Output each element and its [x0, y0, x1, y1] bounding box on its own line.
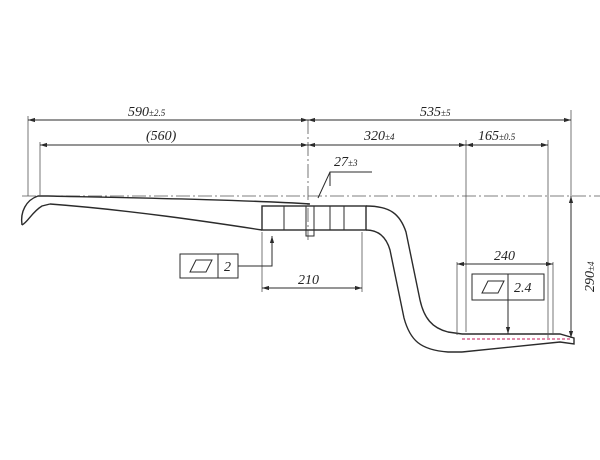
svg-text:2: 2 [224, 260, 231, 275]
dim-320: 320±4 [363, 129, 395, 144]
flatness-frame-left: 2 [179, 236, 275, 279]
dim-240: 240 [494, 249, 515, 264]
dim-210: 210 [298, 273, 319, 288]
flatness-frame-right: 2.4 [471, 273, 545, 334]
leaf-spring-body [20, 195, 575, 353]
parallelogram-icon [481, 280, 505, 294]
parallelogram-icon [189, 259, 213, 273]
dim-165: 165±0.5 [478, 129, 516, 144]
dim-560: (560) [146, 129, 177, 144]
dim-290: 290±4 [583, 261, 598, 292]
dim-535: 535±5 [420, 105, 451, 120]
dim-27: 27±3 [334, 155, 358, 170]
dim-590: 590±2.5 [128, 105, 166, 120]
svg-text:2.4: 2.4 [514, 281, 532, 296]
